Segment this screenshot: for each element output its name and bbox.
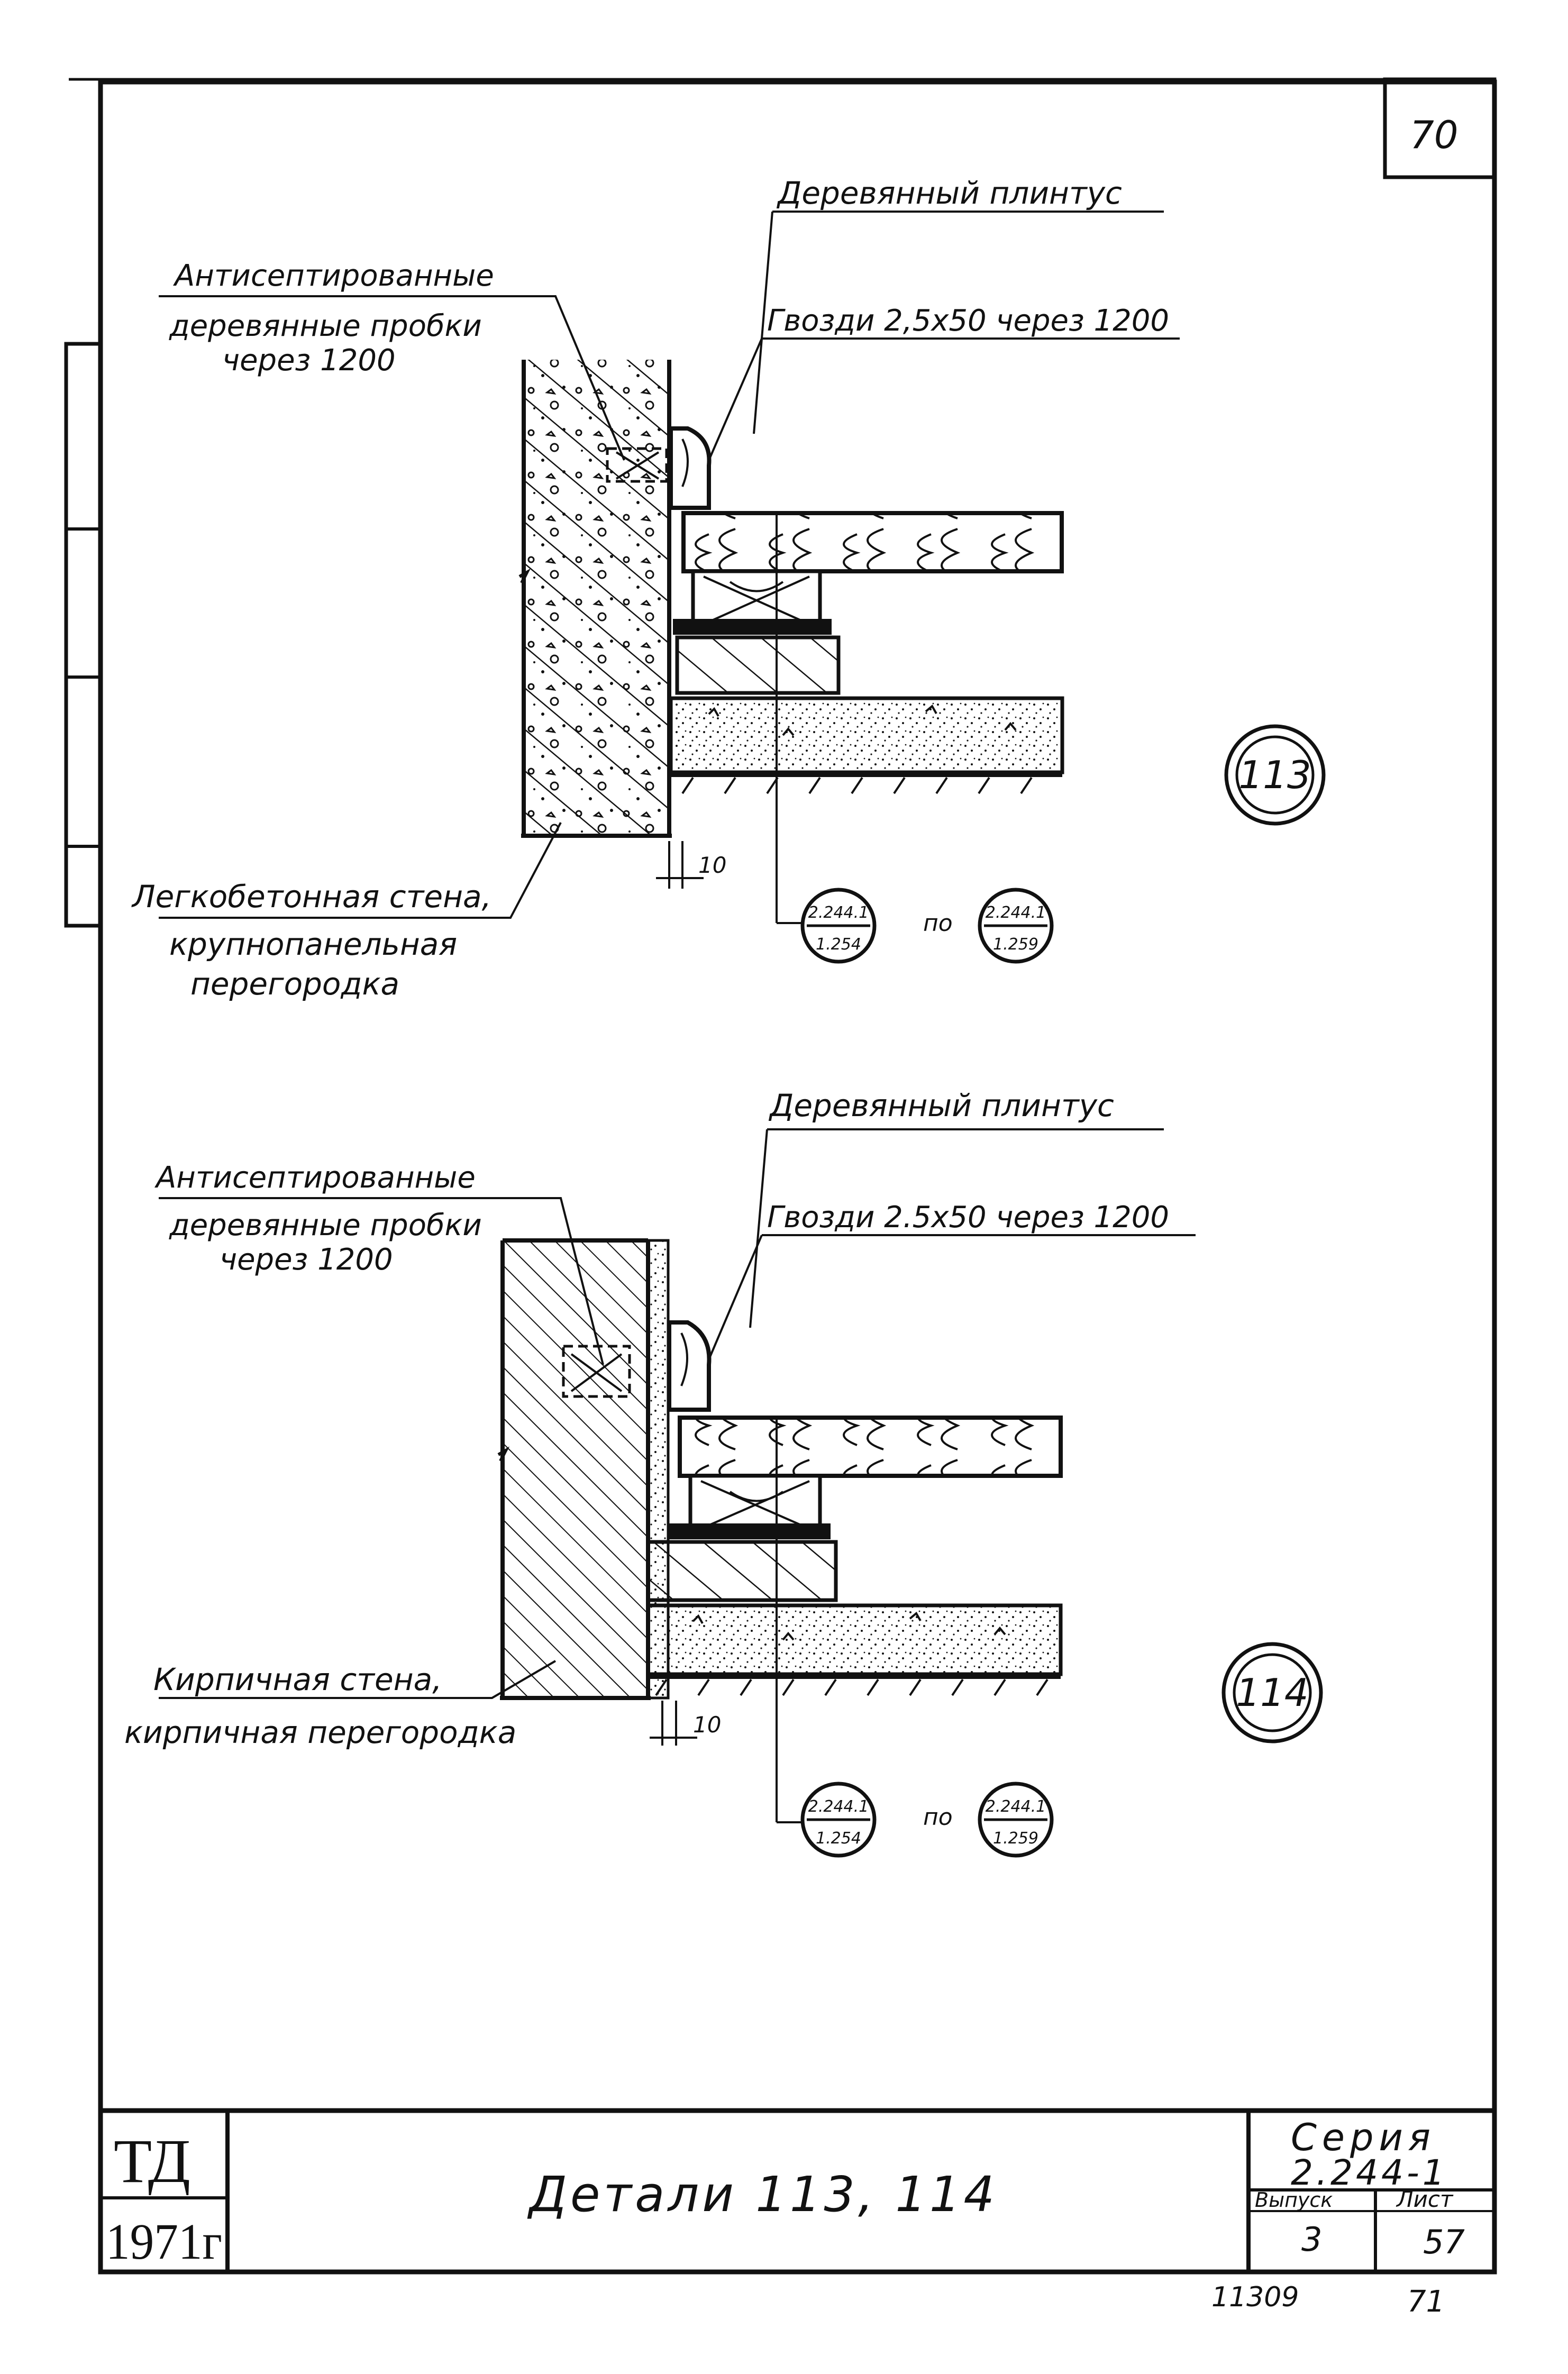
label-plugs-114-line3: через 1200 <box>220 1243 393 1277</box>
svg-text:113: 113 <box>1238 753 1311 797</box>
ref-between-114: по <box>923 1804 953 1831</box>
detail-marker-113: 113 <box>1224 724 1326 826</box>
label-wall-114-line1: Кирпичная стена, <box>153 1661 442 1697</box>
ref-between-113: по <box>923 910 953 937</box>
svg-text:2.244.1: 2.244.1 <box>808 903 869 922</box>
sheet-label: Лист <box>1396 2186 1454 2212</box>
label-wall-113-line2: крупнопанельная <box>169 926 457 962</box>
label-wall-113-line3: перегородка <box>190 966 399 1002</box>
concrete-wall-113 <box>518 360 672 838</box>
svg-text:2.244.1: 2.244.1 <box>808 1797 869 1816</box>
reference-circle-114-a: 2.244.1 1.254 <box>800 1782 877 1858</box>
sheet-title: Детали 113, 114 <box>527 2166 998 2223</box>
svg-text:114: 114 <box>1236 1670 1308 1715</box>
sheet-number: 70 <box>1410 113 1458 157</box>
detail-113: 10 Деревянный плинтус Гвозди 2,5x50 чере… <box>131 175 1326 1002</box>
dimension-114: 10 <box>693 1712 721 1738</box>
sheet-frame <box>64 77 1497 2275</box>
label-wall-114-line2: кирпичная перегородка <box>124 1714 516 1750</box>
sheet-value: 57 <box>1423 2223 1465 2261</box>
label-nails-113: Гвозди 2,5x50 через 1200 <box>767 304 1169 338</box>
reference-circle-113-a: 2.244.1 1.254 <box>800 888 877 964</box>
label-plugs-114-line2: деревянные пробки <box>169 1208 482 1243</box>
floor-board-114 <box>678 1416 1063 1478</box>
floor-slab-114 <box>646 1603 1063 1676</box>
reference-circle-114-b: 2.244.1 1.259 <box>978 1782 1054 1858</box>
svg-text:1.254: 1.254 <box>816 935 861 954</box>
wood-plug-114 <box>562 1345 631 1398</box>
dimension-113: 10 <box>698 852 726 878</box>
brick-wall-114 <box>497 1238 651 1700</box>
brick-pad-113 <box>675 635 841 695</box>
floor-slab-113 <box>669 696 1064 774</box>
plinth-114 <box>667 1320 712 1412</box>
label-plugs-113-line1: Антисептированные <box>173 259 494 293</box>
series-value: 2.244-1 <box>1291 2152 1448 2193</box>
org-stamp: ТД <box>114 2126 190 2196</box>
label-wall-113-line1: Легкобетонная стена, <box>131 879 491 915</box>
issue-label: Выпуск <box>1255 2188 1333 2212</box>
label-plugs-114-line1: Антисептированные <box>154 1161 476 1195</box>
svg-text:1.259: 1.259 <box>993 1829 1038 1848</box>
svg-text:1.259: 1.259 <box>993 935 1038 954</box>
issue-value: 3 <box>1301 2220 1322 2259</box>
svg-text:2.244.1: 2.244.1 <box>986 1797 1046 1816</box>
brick-pad-114 <box>646 1540 838 1602</box>
footer-code: 11309 <box>1211 2281 1299 2313</box>
floor-board-113 <box>681 511 1064 573</box>
label-nails-114: Гвозди 2.5x50 через 1200 <box>767 1200 1169 1235</box>
label-plinth-113: Деревянный плинтус <box>776 175 1122 211</box>
plinth-113 <box>669 426 712 510</box>
label-plugs-113-line3: через 1200 <box>222 343 396 378</box>
title-block <box>99 2108 1494 2273</box>
year-stamp: 1971г <box>106 2213 222 2270</box>
detail-marker-114: 114 <box>1221 1642 1323 1743</box>
footer-page: 71 <box>1407 2285 1445 2319</box>
wood-plug-113 <box>606 447 668 483</box>
series-label: Серия <box>1291 2116 1436 2159</box>
label-plugs-113-line2: деревянные пробки <box>169 309 482 343</box>
label-plinth-114: Деревянный плинтус <box>768 1088 1114 1124</box>
reference-circle-113-b: 2.244.1 1.259 <box>978 888 1054 964</box>
svg-text:1.254: 1.254 <box>816 1829 861 1848</box>
detail-114: 10 Деревянный плинтус Гвозди 2.5x50 чере… <box>124 1088 1323 1858</box>
svg-text:2.244.1: 2.244.1 <box>986 903 1046 922</box>
